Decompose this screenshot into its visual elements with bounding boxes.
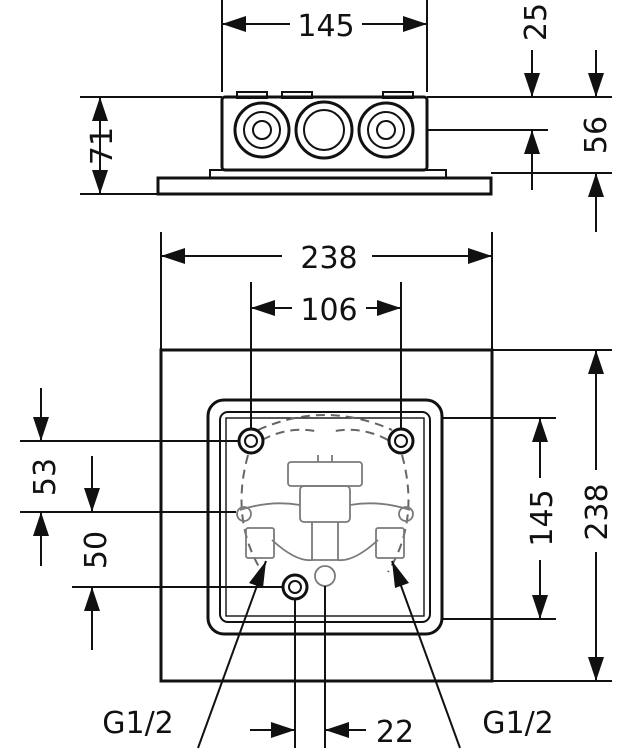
dim-inner-height: 145 [442, 417, 560, 620]
top-view-body [220, 95, 429, 172]
dim-top-offset: 25 [427, 3, 612, 190]
dim-outer-width: 238 [160, 232, 493, 350]
top-view-bump [382, 91, 414, 99]
dim-inner-height-label: 145 [525, 489, 560, 546]
dim-outlet-offset-label: 22 [376, 715, 414, 750]
top-view-bump [236, 91, 268, 99]
thread-label-right: G1/2 [482, 706, 554, 741]
dim-top-width: 145 [221, 0, 428, 92]
dim-outer-height: 238 [492, 349, 615, 682]
valve-body-ghost [236, 414, 414, 587]
dim-outer-width-label: 238 [300, 241, 357, 276]
dim-outer-height-label: 238 [580, 483, 615, 540]
dim-top-offset-label: 25 [519, 3, 554, 41]
thread-leader-right: G1/2 [391, 560, 554, 749]
dim-lower-offset-label: 50 [79, 531, 114, 569]
dim-bolt-spacing-label: 106 [300, 293, 357, 328]
mounting-bolt-left [237, 427, 265, 455]
front-view: 238 106 238 [20, 232, 615, 750]
bottom-outlet [281, 573, 309, 601]
dim-bolt-spacing: 106 [250, 282, 402, 428]
top-view: 145 71 25 56 [80, 0, 614, 232]
top-view-port-left [233, 101, 291, 159]
top-view-port-right [357, 101, 415, 159]
dim-upper-offset: 53 [20, 388, 239, 566]
dim-top-height: 71 [80, 96, 222, 195]
thread-leader-left: G1/2 [102, 560, 267, 749]
dim-top-depth: 56 [491, 50, 614, 232]
thread-label-left: G1/2 [102, 706, 174, 741]
top-view-bump [281, 91, 313, 99]
front-view-outer-plate [159, 348, 494, 683]
dim-lower-offset: 50 [72, 456, 283, 650]
dim-top-depth-label: 56 [579, 116, 614, 154]
mounting-bolt-right [387, 427, 415, 455]
top-view-base-plate [156, 176, 493, 196]
dim-top-width-label: 145 [297, 9, 354, 44]
dim-outlet-offset: 22 [250, 586, 414, 750]
top-view-port-center [294, 100, 354, 160]
dim-top-height-label: 71 [85, 127, 120, 165]
dim-upper-offset-label: 53 [28, 458, 63, 496]
